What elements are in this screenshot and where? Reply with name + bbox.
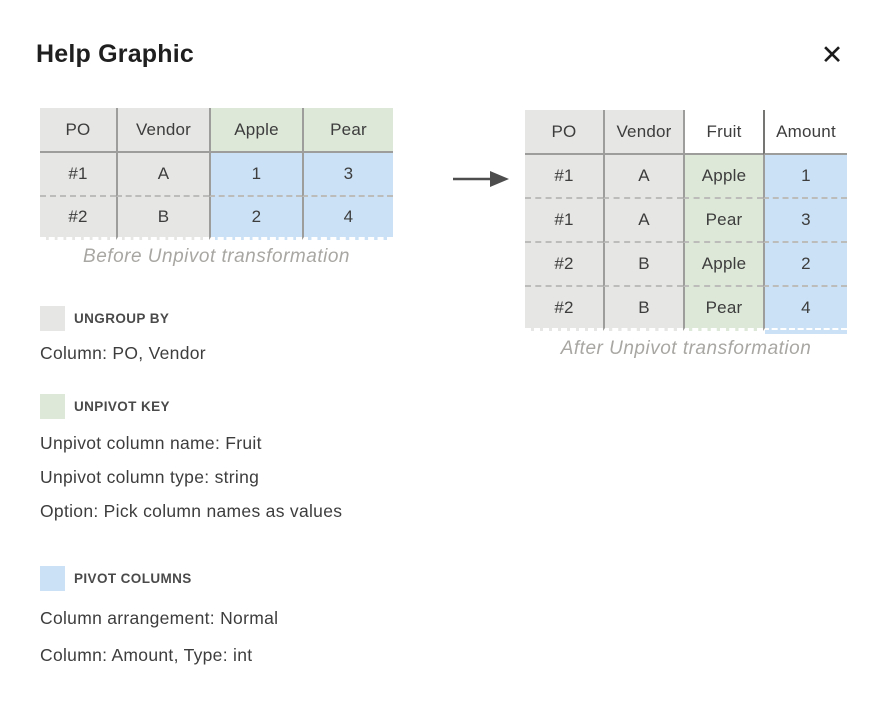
table-cell: B [603, 287, 683, 331]
table-cell: Pear [683, 199, 763, 243]
legend-label: UNPIVOT KEY [74, 399, 170, 414]
table-cell: #2 [40, 197, 116, 240]
amount-column-bottom-strip [765, 330, 847, 334]
close-button[interactable]: ✕ [814, 38, 850, 74]
table-cell: 2 [209, 197, 302, 240]
before-table-caption: Before Unpivot transformation [83, 246, 350, 267]
legend-section-unpivot-key: UNPIVOT KEY Unpivot column name: Fruit U… [40, 394, 342, 521]
table-cell: 3 [302, 153, 393, 197]
legend-line: Option: Pick column names as values [40, 501, 343, 521]
column-header: PO [525, 110, 603, 155]
table-cell: A [603, 155, 683, 199]
legend-line: Unpivot column name: Fruit [40, 433, 262, 453]
legend-label: UNGROUP BY [74, 311, 170, 326]
table-cell: #2 [525, 287, 603, 331]
table-cell: 2 [763, 243, 847, 287]
table-cell: Pear [683, 287, 763, 331]
table-cell: 1 [209, 153, 302, 197]
table-cell: #2 [525, 243, 603, 287]
table-cell: 1 [763, 155, 847, 199]
legend-section-ungroup-by: UNGROUP BY Column: PO, Vendor [40, 306, 206, 363]
ungroup-by-swatch-icon [40, 306, 65, 331]
pivot-columns-swatch-icon [40, 566, 65, 591]
table-cell: A [116, 153, 209, 197]
legend-header: PIVOT COLUMNS [40, 566, 278, 591]
column-header: Amount [763, 110, 847, 155]
legend-header: UNPIVOT KEY [40, 394, 342, 419]
legend-header: UNGROUP BY [40, 306, 206, 331]
unpivot-key-swatch-icon [40, 394, 65, 419]
column-header: Fruit [683, 110, 763, 155]
legend-section-pivot-columns: PIVOT COLUMNS Column arrangement: Normal… [40, 566, 278, 665]
legend-line: Column: PO, Vendor [40, 343, 206, 363]
table-cell: Apple [683, 243, 763, 287]
dialog-title: Help Graphic [36, 40, 194, 68]
after-table: PO Vendor Fruit Amount #1 A Apple 1 #1 A… [525, 110, 847, 331]
legend-line: Column arrangement: Normal [40, 608, 279, 628]
legend-label: PIVOT COLUMNS [74, 571, 192, 586]
table-cell: B [116, 197, 209, 240]
column-header: Apple [209, 108, 302, 153]
table-cell: #1 [525, 155, 603, 199]
table-cell: 3 [763, 199, 847, 243]
column-header: Pear [302, 108, 393, 153]
table-cell: 4 [302, 197, 393, 240]
table-cell: #1 [40, 153, 116, 197]
after-table-caption: After Unpivot transformation [560, 338, 812, 359]
column-header: Vendor [603, 110, 683, 155]
table-cell: B [603, 243, 683, 287]
column-header: PO [40, 108, 116, 153]
table-cell: Apple [683, 155, 763, 199]
column-header: Vendor [116, 108, 209, 153]
legend-line: Column: Amount, Type: int [40, 645, 253, 665]
before-table: PO Vendor Apple Pear #1 A 1 3 #2 B 2 4 [40, 108, 393, 240]
legend-line: Unpivot column type: string [40, 467, 260, 487]
transform-arrow-icon [453, 171, 509, 187]
table-cell: #1 [525, 199, 603, 243]
close-icon: ✕ [820, 40, 844, 71]
table-cell: 4 [763, 287, 847, 331]
table-cell: A [603, 199, 683, 243]
